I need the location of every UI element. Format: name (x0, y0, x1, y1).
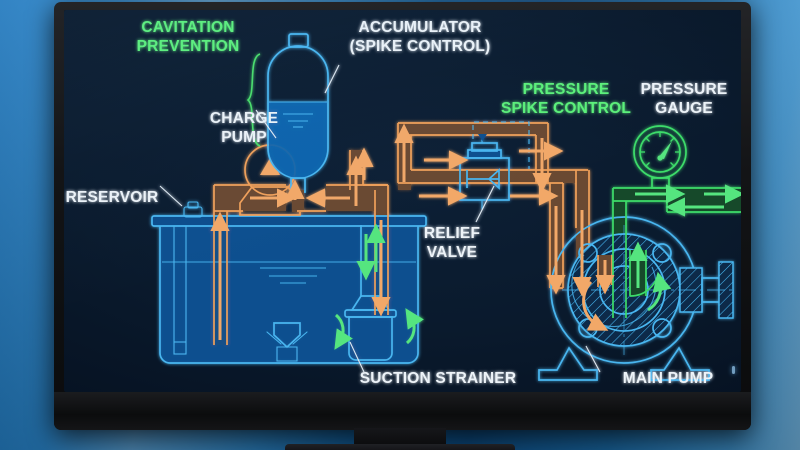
label-spike-control-line2: SPIKE CONTROL (501, 100, 631, 117)
leader-lines (159, 64, 601, 373)
gauge-ticks (640, 132, 680, 167)
monitor-stand-base (285, 444, 515, 450)
monitor-bottom-bezel (54, 392, 751, 430)
label-reservoir: RESERVOIR (66, 189, 159, 206)
pressure-gauge (633, 125, 687, 189)
fluid-level-marks (260, 267, 326, 284)
label-relief-valve-line1: RELIEF (424, 225, 480, 242)
hydraulic-schematic: CAVITATION PREVENTION ACCUMULATOR (SPIKE… (66, 19, 741, 387)
bolt-holes (578, 243, 672, 338)
sight-gauge (173, 201, 203, 355)
label-accumulator-line2: (SPIKE CONTROL) (350, 38, 491, 55)
label-charge-pump-line1: CHARGE (210, 110, 278, 127)
label-cavitation-line2: PREVENTION (137, 38, 240, 55)
main-pump (538, 216, 734, 381)
label-relief-valve-line2: VALVE (427, 244, 477, 261)
label-pressure-gauge-line1: PRESSURE (641, 81, 728, 98)
label-spike-control-line1: PRESSURE (523, 81, 610, 98)
label-cavitation-line1: CAVITATION (141, 19, 234, 36)
label-accumulator-line1: ACCUMULATOR (358, 19, 481, 36)
cavitation-brace (246, 53, 261, 147)
label-main-pump: MAIN PUMP (623, 370, 714, 387)
accumulator-fluid-marks (283, 113, 313, 128)
flow-arrows-pump-volute (582, 280, 609, 331)
power-led-icon (732, 366, 735, 374)
computer-monitor: CAVITATION PREVENTION ACCUMULATOR (SPIKE… (54, 2, 751, 430)
reservoir (151, 201, 427, 364)
label-suction-strainer: SUCTION STRAINER (360, 370, 516, 387)
label-pressure-gauge-line2: GAUGE (655, 100, 713, 117)
label-charge-pump-line2: PUMP (221, 129, 267, 146)
flow-arrows-charge (210, 123, 615, 340)
monitor-stand-neck (354, 428, 446, 448)
return-diffuser (266, 322, 308, 362)
flow-arrows-suction (334, 184, 741, 350)
monitor-screen-area: CAVITATION PREVENTION ACCUMULATOR (SPIKE… (64, 10, 741, 392)
labels: CAVITATION PREVENTION ACCUMULATOR (SPIKE… (66, 19, 728, 387)
